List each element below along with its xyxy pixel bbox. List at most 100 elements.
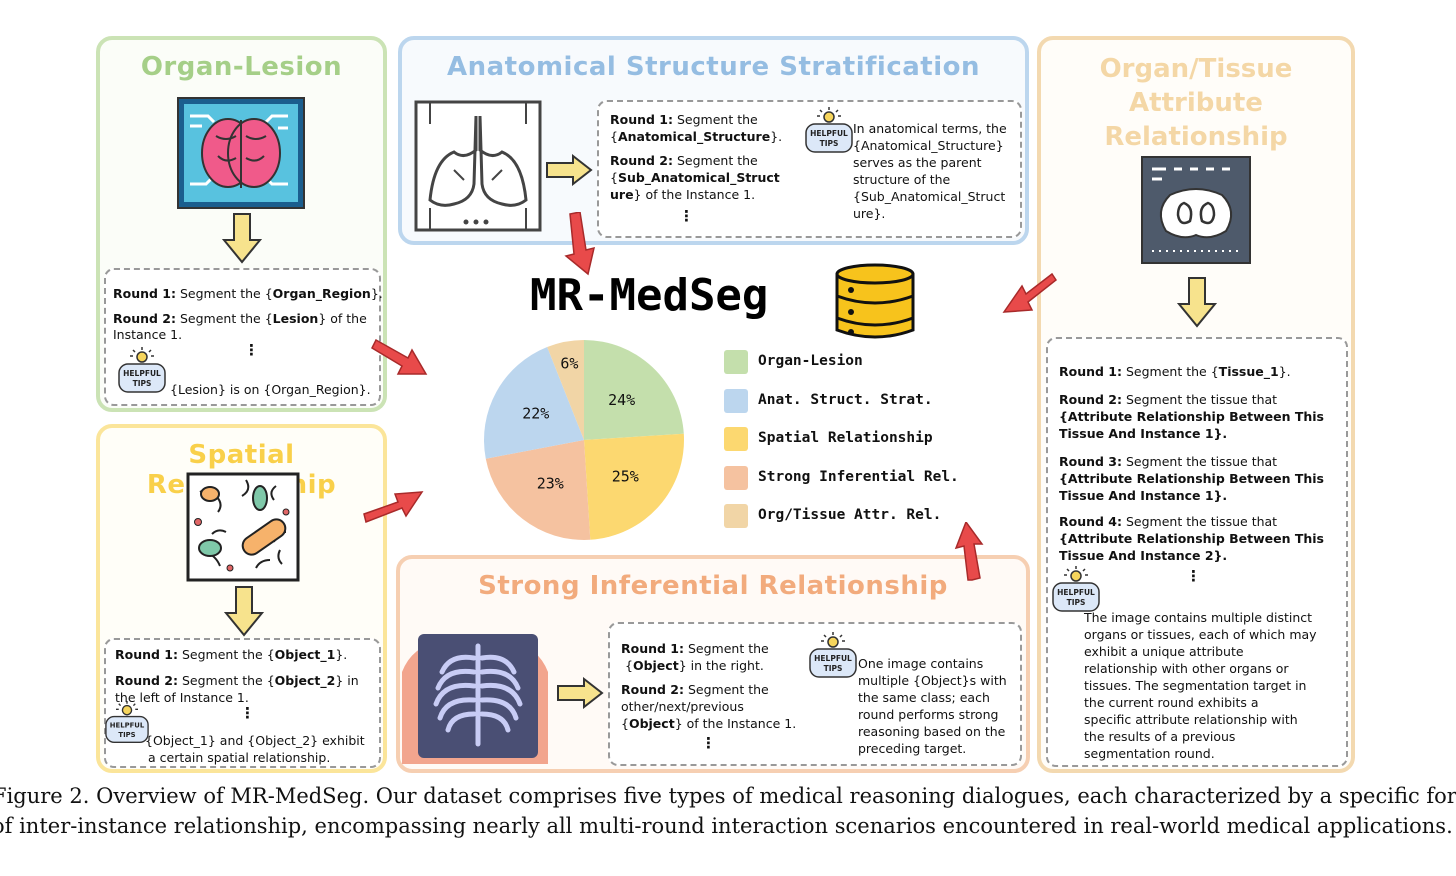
organ-tissue-round1: Round 1: Segment the {Tissue_1}. [1059,364,1291,379]
legend-swatch [724,466,748,490]
figure-caption-line2: of inter-instance relationship, encompas… [0,814,1453,838]
organ-lesion-rounds-box: Round 1: Segment the {Organ_Region}. Rou… [104,268,383,406]
legend-label: Strong Inferential Rel. [758,469,959,485]
tip-line: exhibit a unique attribute [1084,644,1244,659]
tip-line: the results of a previous [1084,729,1236,744]
helpful-tips-badge: HELPFUL TIPS [1051,566,1101,618]
red-arrow-to-title [564,212,596,276]
figure-caption-line1: Figure 2. Overview of MR-MedSeg. Our dat… [0,784,1456,808]
organ-tissue-rounds-box: Round 1: Segment the {Tissue_1}. Round 2… [1046,337,1348,767]
organ-lesion-title: Organ-Lesion [140,52,343,82]
organ-tissue-round4: Round 4: Segment the tissue that [1059,514,1278,529]
red-arrow-spatial [363,491,424,524]
right-arrow-anatomical [546,154,593,186]
ellipsis: ⋮ [1186,567,1201,585]
organ-tissue-round3-attr: {Attribute Relationship Between This [1059,471,1325,486]
organ-tissue-round2: Round 2: Segment the tissue that [1059,392,1278,407]
ellipsis: ⋮ [701,734,716,752]
pie-slice-spatial-relationship [584,433,684,540]
tip-line: the current round exhibits a [1084,695,1259,710]
red-arrow-strong [954,522,984,581]
organ-lesion-round2-cont: Instance 1. [113,327,183,342]
spatial-tip-line1: {Object_1} and {Object_2} exhibit [145,733,365,748]
anatomical-round2-cont: {Sub_Anatomical_Struct [610,170,780,185]
legend-swatch [724,389,748,413]
spatial-round2: Round 2: Segment the {Object_2} in [115,673,359,688]
down-arrow-spatial [224,586,264,637]
tip-line: relationship with other organs or [1084,661,1289,676]
organ-tissue-round2-attr: {Attribute Relationship Between This [1059,409,1325,424]
strong-round2: Round 2: Segment the [621,682,769,697]
helpful-tips-badge: HELPFUL TIPS [117,347,167,399]
pie-value-label: 6% [560,354,578,372]
tip-label-1: HELPFUL [110,722,145,730]
down-arrow-organ-lesion [222,213,262,264]
legend-label: Organ-Lesion [758,353,863,369]
organ-lesion-round2: Round 2: Segment the {Lesion} of the [113,311,367,326]
anatomical-round2-cont2: ure} of the Instance 1. [610,187,756,202]
spatial-tip-line2: a certain spatial relationship. [148,750,331,765]
organ-tissue-round3-attr2: Tissue And Instance 1}. [1059,488,1228,503]
tip-line: {Sub_Anatomical_Struct [853,189,1006,204]
pie-chart: 24%25%23%22%6% [484,340,684,540]
anatomical-title: Anatomical Structure Stratification [447,52,980,82]
ribcage-xray-icon [402,634,548,764]
tip-line: structure of the [853,172,951,187]
down-arrow-organ-tissue [1177,277,1217,328]
tip-label-2: TIPS [820,139,839,148]
lightbulb-icon: HELPFUL TIPS [105,701,149,743]
tip-line: {Anatomical_Structure} [853,138,1004,153]
pie-value-label: 22% [522,405,549,423]
strong-rounds-box: Round 1: Segment the {Object} in the rig… [608,622,1022,766]
tip-line: round performs strong [858,707,999,722]
tip-line: organs or tissues, each of which may [1084,627,1317,642]
tip-line: The image contains multiple distinct [1084,610,1313,625]
spatial-round2-cont: the left of Instance 1. [115,690,249,705]
organ-tissue-title: Organ/Tissue Attribute Relationship [1099,54,1293,152]
right-arrow-strong [557,677,604,709]
tip-label-1: HELPFUL [123,369,161,378]
pie-slice-strong-inferential-rel- [485,440,591,540]
spatial-round1: Round 1: Segment the {Object_1}. [115,647,348,662]
helpful-tips-badge: HELPFUL TIPS [804,107,854,159]
legend-label: Org/Tissue Attr. Rel. [758,507,942,523]
ellipsis: ⋮ [679,207,694,225]
main-title: MR-MedSeg [530,270,769,321]
pie-slice-org-tissue-attr-rel- [547,340,584,440]
tip-label-1: HELPFUL [810,129,848,138]
tip-line: the same class; each [858,690,990,705]
legend-label: Anat. Struct. Strat. [758,392,933,408]
strong-round1-cont: {Object} in the right. [625,658,764,673]
pie-slice-anat-struct-strat- [484,347,584,459]
strong-round2-cont: other/next/previous [621,699,744,714]
tip-line: tissues. The segmentation target in [1084,678,1307,693]
anatomical-round1-cont: {Anatomical_Structure}. [610,129,783,144]
lightbulb-icon: HELPFUL TIPS [809,632,857,678]
red-arrow-organ-tissue [1002,272,1058,313]
tip-line: reasoning based on the [858,724,1006,739]
pie-value-label: 25% [612,467,639,485]
legend-swatch [724,350,748,374]
organ-lesion-round1: Round 1: Segment the {Organ_Region}. [113,286,383,301]
lightbulb-icon: HELPFUL TIPS [805,107,853,153]
tip-line: multiple {Object}s with [858,673,1007,688]
strong-title: Strong Inferential Relationship [478,571,948,601]
spatial-rounds-box: Round 1: Segment the {Object_1}. Round 2… [104,638,381,768]
lightbulb-icon: HELPFUL TIPS [1052,566,1100,612]
lungs-xray-icon [414,100,542,232]
tip-line: serves as the parent [853,155,982,170]
organ-lesion-tip: {Lesion} is on {Organ_Region}. [170,382,371,397]
ellipsis: ⋮ [240,704,255,722]
tip-label-2: TIPS [118,731,135,739]
legend-swatch [724,427,748,451]
tip-line: ure}. [853,206,886,221]
organ-tissue-round3: Round 3: Segment the tissue that [1059,454,1278,469]
anatomical-rounds-box: Round 1: Segment the {Anatomical_Structu… [597,100,1022,238]
strong-round2-cont2: {Object} of the Instance 1. [621,716,797,731]
pie-value-label: 23% [537,474,564,492]
tip-label-2: TIPS [1067,598,1086,607]
tip-line: segmentation round. [1084,746,1215,761]
organ-tissue-round2-attr2: Tissue And Instance 1}. [1059,426,1228,441]
tip-line: In anatomical terms, the [853,121,1007,136]
ellipsis: ⋮ [244,341,259,359]
